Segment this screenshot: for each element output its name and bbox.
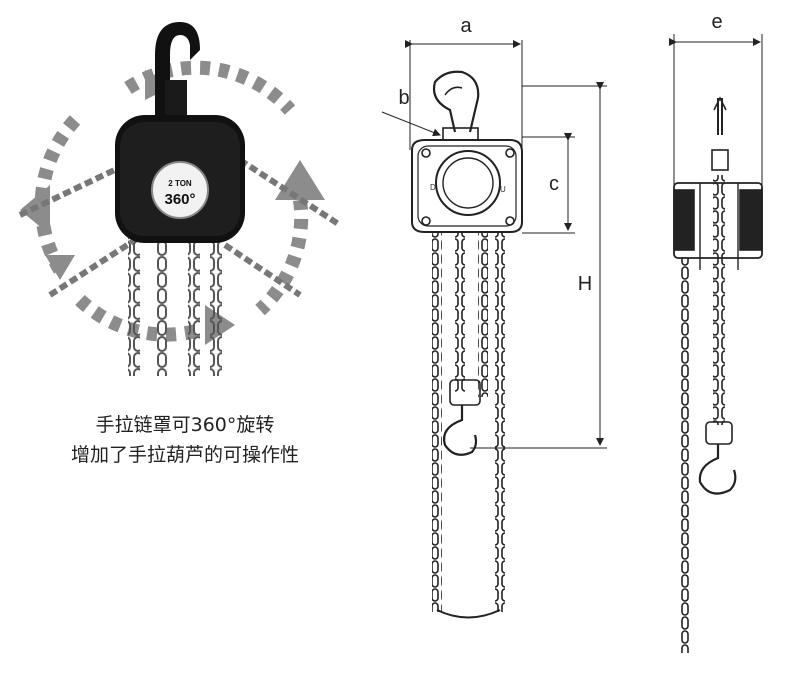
front-top-hook-icon	[432, 70, 480, 133]
side-view-drawing	[669, 34, 763, 653]
dim-e-label: e	[711, 11, 722, 33]
badge-rotation-text: 360°	[164, 191, 195, 208]
side-top-hook-icon	[717, 98, 723, 135]
side-mark-U: U	[500, 185, 506, 194]
side-bottom-hook-icon	[698, 444, 737, 495]
front-view-drawing	[381, 40, 607, 619]
photo-side-chains	[18, 157, 342, 298]
front-body	[411, 139, 523, 233]
dim-c-label: c	[549, 173, 559, 195]
photo-hanging-chains	[128, 238, 222, 376]
caption-line-2: 增加了手拉葫芦的可操作性	[70, 444, 299, 466]
hoist-photo: 2 TON 360°	[18, 22, 342, 376]
dim-a-label: a	[460, 15, 472, 37]
dim-b-label: b	[398, 87, 409, 109]
dim-H-label: H	[578, 273, 592, 295]
front-bottom-hook-icon	[443, 405, 478, 456]
caption-line-1: 手拉链罩可360°旋转	[95, 414, 275, 436]
badge-capacity-text: 2 TON	[168, 179, 192, 188]
capacity-badge	[151, 161, 209, 219]
side-mark-D: D	[430, 183, 436, 192]
